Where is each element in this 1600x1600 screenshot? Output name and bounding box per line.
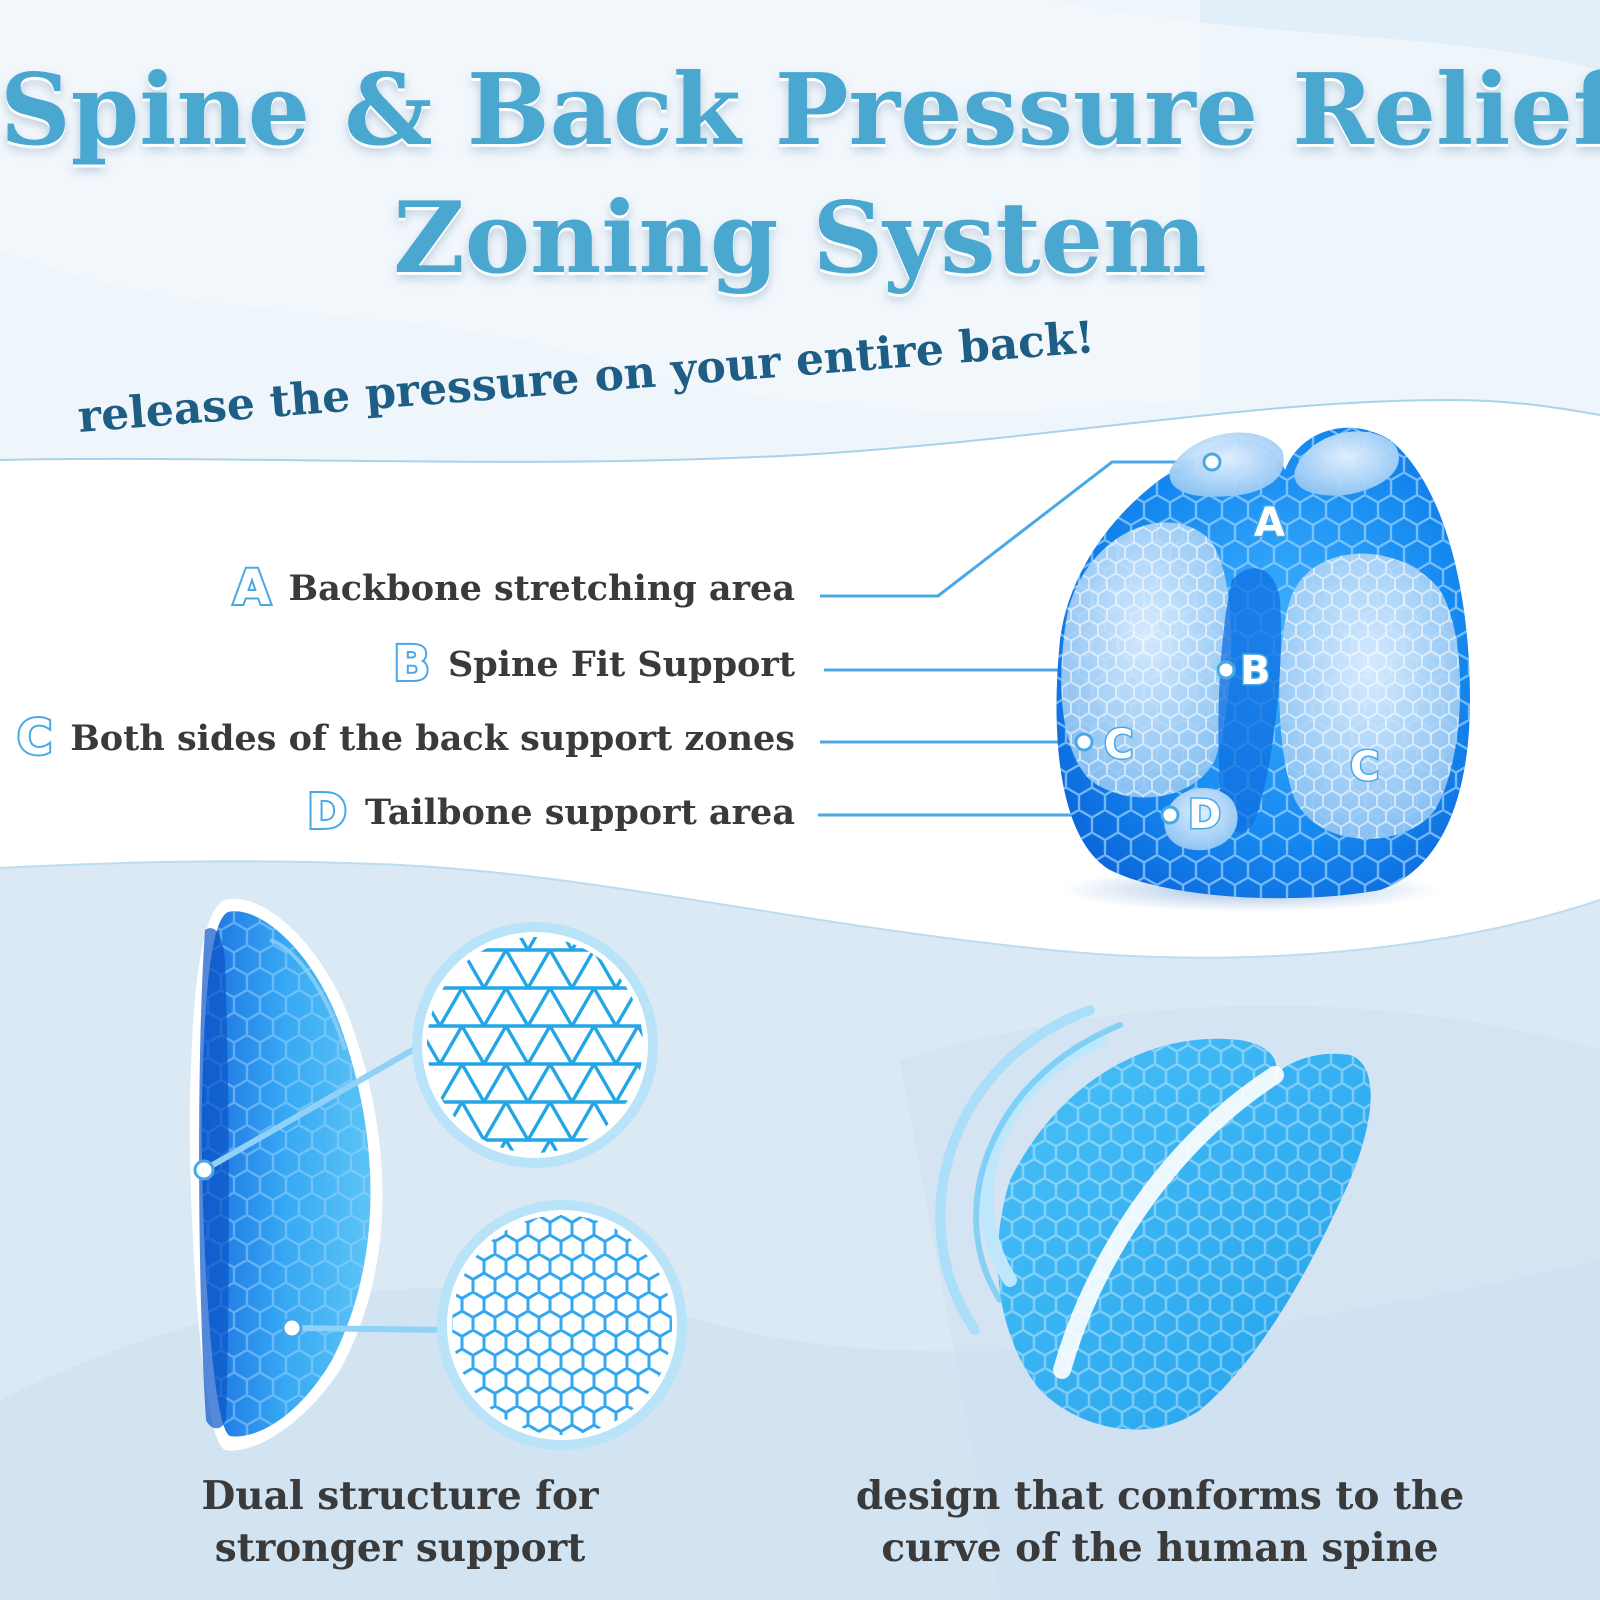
caption-spine-curve: design that conforms to the curve of the…: [800, 1470, 1520, 1574]
legend-label-a: Backbone stretching area: [288, 567, 795, 609]
triangle-structure-zoom: [412, 922, 658, 1168]
caption-left-line2: stronger support: [214, 1525, 586, 1571]
legend-letter-c: C: [15, 710, 54, 766]
legend-item-a: A Backbone stretching area: [231, 560, 795, 616]
page-title-line2: Zoning System: [393, 181, 1207, 296]
legend-connectors: [818, 460, 1222, 817]
caption-dual-structure: Dual structure for stronger support: [140, 1470, 660, 1574]
cushion-curve-illustration: [935, 1005, 1371, 1430]
legend-item-b: B Spine Fit Support: [391, 636, 795, 692]
caption-right-line2: curve of the human spine: [881, 1525, 1439, 1571]
cushion-front-illustration: [1056, 427, 1470, 912]
legend-label-b: Spine Fit Support: [447, 643, 795, 685]
legend-label-d: Tailbone support area: [365, 791, 795, 833]
caption-left-line1: Dual structure for: [201, 1473, 599, 1519]
page-title-line1: Spine & Back Pressure Relief: [0, 53, 1600, 168]
legend-label-c: Both sides of the back support zones: [70, 717, 795, 759]
honeycomb-structure-zoom: [437, 1200, 687, 1450]
legend-letter-d: D: [305, 784, 349, 840]
legend-item-d: D Tailbone support area: [305, 784, 795, 840]
legend-letter-b: B: [391, 636, 432, 692]
cushion-side-illustration: [189, 898, 451, 1451]
legend-item-c: C Both sides of the back support zones: [15, 710, 795, 766]
legend-letter-a: A: [231, 560, 272, 616]
caption-right-line1: design that conforms to the: [855, 1473, 1465, 1519]
